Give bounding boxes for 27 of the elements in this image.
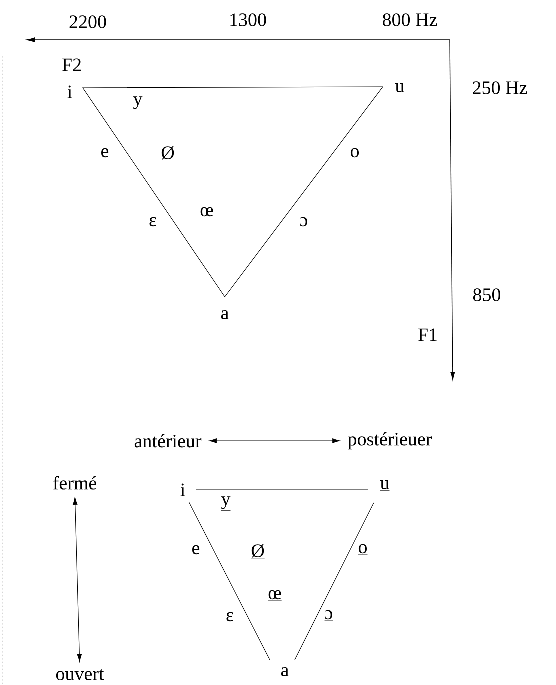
- axis-label: F2: [62, 58, 81, 72]
- vowel-symbol: i: [180, 484, 186, 496]
- frequency-tick: 800 Hz: [383, 14, 438, 26]
- vowel-symbol: Ø: [162, 146, 174, 160]
- direction-label: postérieuer: [348, 432, 432, 450]
- frequency-tick: 2200: [70, 16, 106, 28]
- direction-label: ouvert: [56, 670, 104, 680]
- frequency-tick: 1300: [230, 14, 266, 26]
- vowel-symbol: y: [133, 96, 143, 110]
- vowel-symbol: ɛ: [226, 612, 234, 622]
- frequency-tick: 850: [473, 288, 500, 302]
- vowel-symbol: e: [192, 545, 200, 555]
- frequency-tick: 250 Hz: [473, 82, 528, 94]
- vowel-symbol: u: [396, 84, 404, 92]
- vowel-symbol: a: [221, 310, 229, 320]
- vowel-symbol: œ: [200, 207, 214, 217]
- direction-label: fermé: [53, 476, 96, 490]
- double-arrow: [209, 438, 340, 444]
- double-arrow: [73, 497, 82, 662]
- vowel-symbol: e: [102, 148, 109, 158]
- vowel-symbol: ɔ: [300, 217, 308, 227]
- direction-label: antérieur: [134, 434, 202, 448]
- vowel-symbol: a: [281, 667, 289, 677]
- vowel-symbol: o: [350, 148, 360, 158]
- vowel-symbol: i: [68, 86, 72, 98]
- axis-label: F1: [418, 328, 437, 342]
- vowel-symbol: ɛ: [150, 217, 156, 227]
